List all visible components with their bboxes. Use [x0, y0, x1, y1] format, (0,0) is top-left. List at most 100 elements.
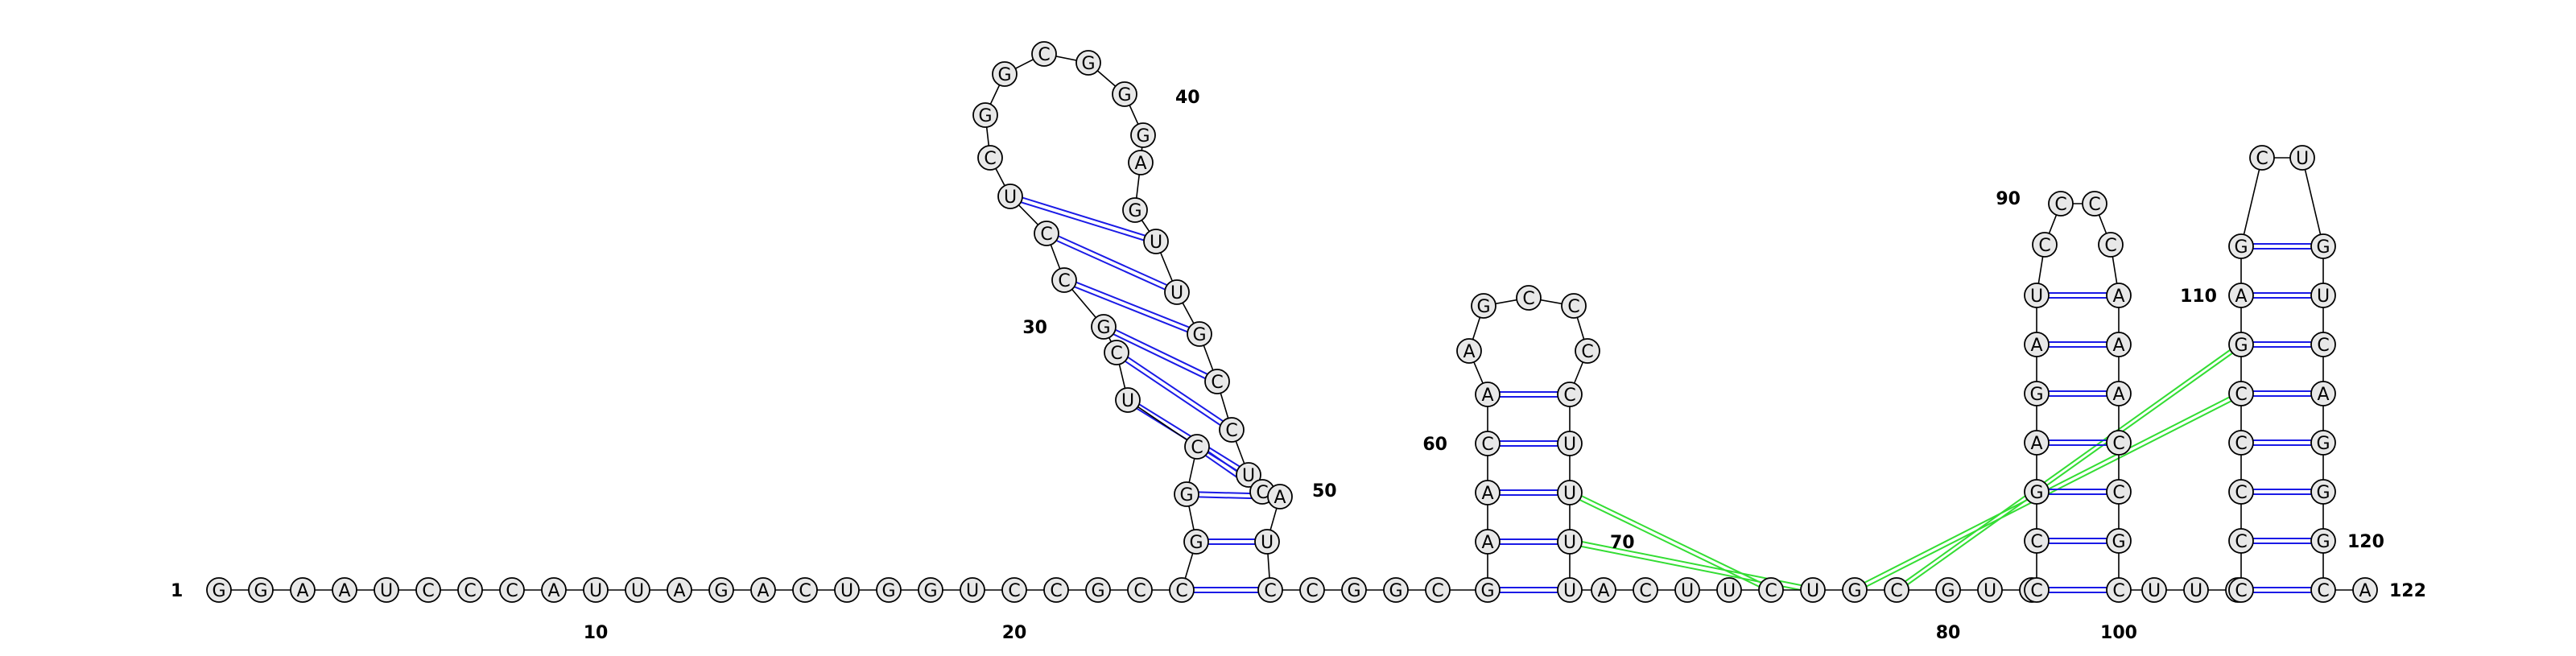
position-label: 90: [1996, 189, 2021, 209]
nucleotide: G: [1112, 81, 1137, 107]
nucleotide-circle: [2024, 381, 2050, 406]
nucleotide: U: [1674, 577, 1700, 603]
nucleotide-letter: G: [2316, 237, 2330, 258]
position-label: 50: [1312, 481, 1337, 501]
nucleotide-letter: C: [464, 581, 476, 601]
nucleotide-circle: [1219, 417, 1245, 443]
nucleotide-letter: A: [2317, 385, 2329, 405]
nucleotide-letter: U: [1261, 533, 1274, 553]
nucleotide-letter: U: [1806, 581, 1819, 601]
nucleotide: U: [1557, 431, 1583, 456]
nucleotide: C: [2106, 577, 2132, 603]
nucleotide: U: [1557, 529, 1583, 555]
nucleotide-circle: [997, 184, 1023, 209]
position-label: 60: [1422, 435, 1447, 455]
nucleotide-letter: C: [2088, 195, 2100, 215]
nucleotide: G: [1341, 577, 1367, 603]
nucleotide-letter: C: [2317, 336, 2329, 356]
nucleotide-letter: G: [2234, 237, 2248, 258]
nucleotide: U: [1143, 229, 1169, 254]
nucleotide-letter: A: [2030, 336, 2042, 356]
nucleotide-letter: U: [1563, 581, 1576, 601]
nucleotide-letter: G: [2316, 532, 2330, 552]
nucleotide: U: [583, 577, 609, 603]
nucleotide-circle: [332, 577, 357, 603]
nucleotide: G: [1187, 321, 1212, 347]
nucleotide-circle: [1456, 338, 1482, 364]
nucleotide: U: [374, 577, 399, 603]
nucleotide: U: [1236, 462, 1261, 488]
nucleotide: A: [2106, 283, 2132, 308]
nucleotide-circle: [1043, 577, 1069, 603]
nucleotide-letter: U: [380, 581, 393, 601]
position-label: 10: [584, 623, 609, 643]
nucleotide: G: [1174, 481, 1199, 507]
nucleotide-circle: [750, 577, 776, 603]
nucleotide-letter: G: [997, 65, 1011, 85]
nucleotide-letter: C: [2038, 236, 2050, 256]
nucleotide-circle: [1184, 434, 1210, 460]
nucleotide-circle: [2024, 430, 2050, 456]
nucleotide-circle: [2183, 577, 2209, 603]
nucleotide-circle: [2106, 577, 2132, 603]
nucleotide-letter: A: [547, 581, 559, 601]
nucleotide: A: [2024, 430, 2050, 456]
nucleotide-circle: [2024, 332, 2050, 357]
nucleotide: U: [1254, 529, 1280, 555]
nucleotide: C: [1031, 41, 1057, 67]
nucleotide: U: [1977, 577, 2003, 603]
nucleotide-circle: [1758, 577, 1784, 603]
nucleotide-circle: [1183, 529, 1209, 555]
nucleotide-letter: G: [1847, 581, 1861, 601]
nucleotide: G: [1935, 577, 1961, 603]
nucleotide-letter: C: [1522, 289, 1534, 309]
nucleotide-letter: C: [2235, 385, 2247, 405]
nucleotide-circle: [206, 577, 232, 603]
nucleotide: C: [1169, 577, 1195, 603]
nucleotide-circle: [667, 577, 692, 603]
nucleotide-circle: [290, 577, 316, 603]
nucleotide: G: [2310, 233, 2336, 259]
nucleotide: A: [1456, 338, 1482, 364]
nucleotide-circle: [1299, 577, 1325, 603]
nucleotide-circle: [792, 577, 818, 603]
nucleotide: A: [667, 577, 692, 603]
pseudoknot-line: [1569, 489, 1772, 588]
nucleotide-circle: [972, 102, 998, 128]
nucleotide: G: [1122, 197, 1148, 223]
nucleotide: A: [2352, 577, 2378, 603]
nucleotide-circle: [2228, 528, 2254, 554]
nucleotide: A: [2228, 283, 2254, 308]
nucleotide: C: [1516, 285, 1542, 311]
nucleotide-letter: C: [1175, 581, 1187, 601]
position-label: 40: [1175, 88, 1200, 108]
nucleotide-letter: C: [2235, 483, 2247, 503]
nucleotide-circle: [1187, 321, 1212, 347]
nucleotide: C: [1257, 577, 1283, 603]
nucleotide-circle: [1557, 529, 1583, 555]
nucleotide-letter: U: [1681, 581, 1694, 601]
base-pair-line: [1102, 328, 1217, 385]
position-label: 122: [2389, 581, 2426, 601]
nucleotide: A: [1475, 480, 1501, 505]
nucleotide-circle: [2228, 283, 2254, 308]
nucleotide: C: [2098, 232, 2124, 258]
nucleotide: C: [2082, 191, 2107, 217]
nucleotide-circle: [1031, 41, 1057, 67]
nucleotide: A: [2310, 381, 2336, 406]
nucleotide-circle: [1127, 577, 1153, 603]
nucleotide: G: [2310, 479, 2336, 505]
nucleotide: C: [2106, 430, 2132, 456]
nucleotide: C: [2310, 577, 2336, 603]
nucleotide-circle: [2310, 381, 2336, 406]
nucleotide-letter: C: [2104, 236, 2116, 256]
nucleotide: U: [2024, 283, 2050, 308]
nucleotide-letter: G: [714, 581, 728, 601]
nucleotide: G: [1475, 577, 1501, 603]
nucleotide: A: [1475, 382, 1501, 407]
nucleotide-letter: A: [296, 581, 308, 601]
nucleotide: C: [2228, 479, 2254, 505]
position-label: 1: [171, 581, 183, 601]
nucleotide-circle: [1091, 314, 1117, 340]
nucleotide-letter: U: [1563, 484, 1576, 504]
